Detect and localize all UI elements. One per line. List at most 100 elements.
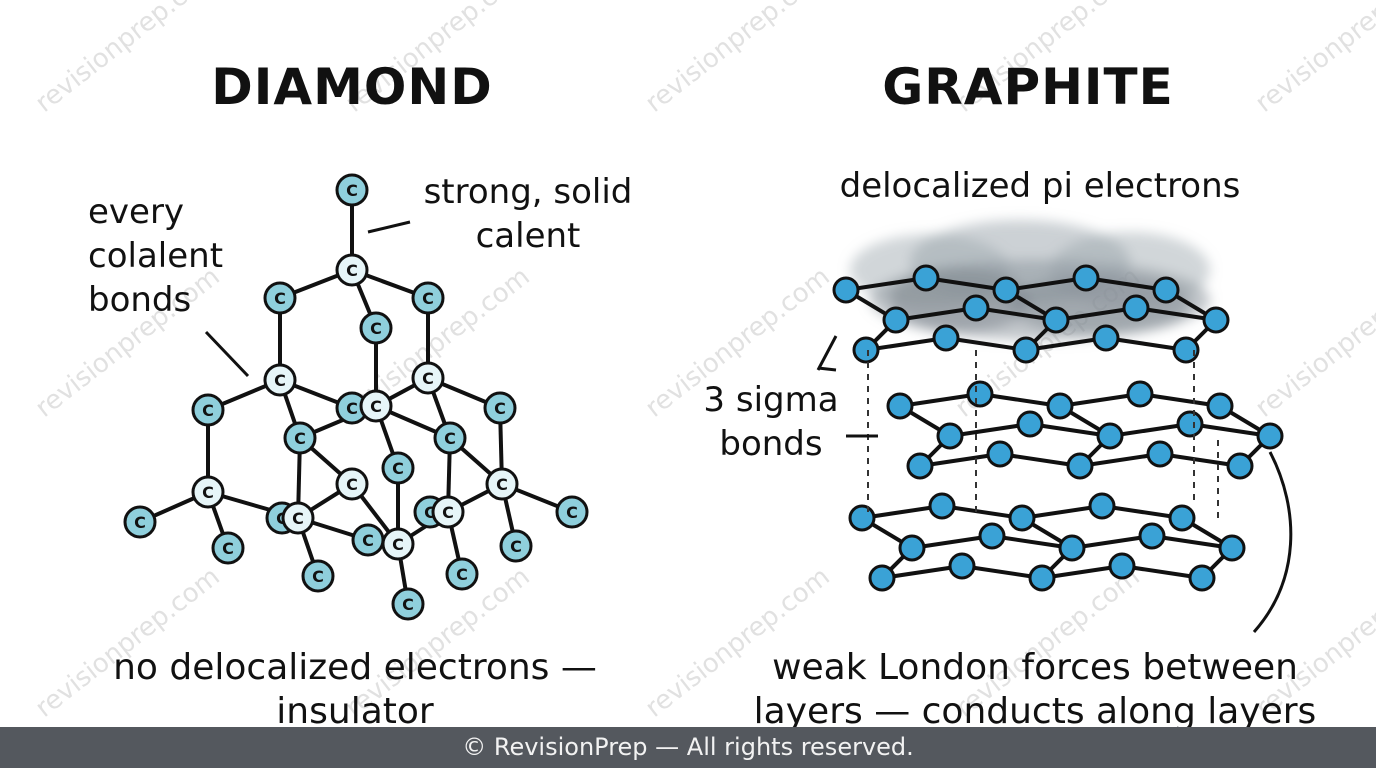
atom-symbol-label: C — [222, 539, 234, 558]
graphite-carbon-atom — [1138, 522, 1166, 550]
atom-symbol-label: C — [444, 429, 456, 448]
atom-symbol-label: C — [274, 289, 286, 308]
atom-symbol-label: C — [566, 503, 578, 522]
diamond-title: DIAMOND — [211, 58, 493, 116]
atom-symbol-label: C — [402, 595, 414, 614]
graphite-carbon-atom — [1168, 504, 1196, 532]
graphite-carbon-atom — [882, 306, 910, 334]
atom-symbol-label: C — [422, 289, 434, 308]
atom-symbol-label: C — [494, 399, 506, 418]
carbon-atom: C — [191, 475, 225, 509]
atom-symbol-label: C — [496, 475, 508, 494]
carbon-atom: C — [483, 391, 517, 425]
graphite-carbon-atom — [1176, 410, 1204, 438]
carbon-atom: C — [211, 531, 245, 565]
atom-symbol-label: C — [346, 261, 358, 280]
atom-symbol-label: C — [346, 475, 358, 494]
graphite-carbon-atom — [1012, 336, 1040, 364]
graphite-carbon-atom — [1152, 276, 1180, 304]
graphite-carbon-atom — [906, 452, 934, 480]
carbon-atom: C — [359, 311, 393, 345]
graphite-carbon-atom — [1188, 564, 1216, 592]
atom-symbol-label: C — [346, 181, 358, 200]
graphite-title: GRAPHITE — [882, 58, 1174, 116]
carbon-atom: C — [391, 587, 425, 621]
carbon-atom: C — [499, 529, 533, 563]
atom-symbol-label: C — [422, 369, 434, 388]
carbon-atom: C — [335, 253, 369, 287]
carbon-atom: C — [411, 281, 445, 315]
carbon-atom: C — [351, 523, 385, 557]
atom-symbol-label: C — [442, 503, 454, 522]
atom-symbol-label: C — [456, 565, 468, 584]
graphite-carbon-atom — [1042, 306, 1070, 334]
graphite-carbon-atom — [966, 380, 994, 408]
carbon-atom: C — [555, 495, 589, 529]
graphite-carbon-atom — [912, 264, 940, 292]
graphite-carbon-atom — [1202, 306, 1230, 334]
atom-symbol-label: C — [134, 513, 146, 532]
carbon-atom: C — [411, 361, 445, 395]
diamond-caption: no delocalized electrons —insulator — [113, 647, 597, 732]
graphite-carbon-atom — [1058, 534, 1086, 562]
pointer-strong — [367, 220, 411, 234]
copyright-footer: © RevisionPrep — All rights reserved. — [0, 727, 1376, 768]
graphite-carbon-atom — [962, 294, 990, 322]
graphite-carbon-atom — [1066, 452, 1094, 480]
atom-symbol-label: C — [292, 509, 304, 528]
pointer-every-bonds — [204, 330, 250, 378]
graphite-carbon-atom — [986, 440, 1014, 468]
graphite-carbon-atom — [1172, 336, 1200, 364]
carbon-atom: C — [283, 421, 317, 455]
graphite-carbon-atom — [936, 422, 964, 450]
carbon-atom: C — [359, 389, 393, 423]
carbon-atom: C — [281, 501, 315, 535]
graphite-carbon-atom — [1206, 392, 1234, 420]
atom-symbol-label: C — [312, 567, 324, 586]
atom-symbol-label: C — [370, 319, 382, 338]
graphite-carbon-atom — [928, 492, 956, 520]
graphite-carbon-atom — [832, 276, 860, 304]
graphite-carbon-atom — [868, 564, 896, 592]
diamond-lattice: CCCCCCCCCCCCCCCCCCCCCCCCCCCCCC — [123, 173, 589, 621]
carbon-atom: C — [381, 527, 415, 561]
atom-symbol-label: C — [510, 537, 522, 556]
graphite-carbon-atom — [886, 392, 914, 420]
carbon-atom: C — [301, 559, 335, 593]
delocalized-pi-label: delocalized pi electrons — [839, 166, 1241, 206]
carbon-atom: C — [263, 281, 297, 315]
graphite-carbon-atom — [1146, 440, 1174, 468]
graphite-carbon-atom — [1256, 422, 1284, 450]
carbon-atom: C — [485, 467, 519, 501]
graphite-carbon-atom — [1046, 392, 1074, 420]
carbon-atom: C — [445, 557, 479, 591]
carbon-atom: C — [263, 363, 297, 397]
atom-symbol-label: C — [362, 531, 374, 550]
label-pointers — [204, 220, 1293, 633]
graphite-carbon-atom — [1028, 564, 1056, 592]
atom-symbol-label: C — [294, 429, 306, 448]
atom-symbol-label: C — [370, 397, 382, 416]
graphite-carbon-atom — [898, 534, 926, 562]
graphite-layers — [832, 264, 1284, 592]
pointer-weak-forces — [1252, 451, 1293, 633]
graphite-carbon-atom — [1072, 264, 1100, 292]
atom-symbol-label: C — [202, 483, 214, 502]
carbon-atom: C — [431, 495, 465, 529]
atom-symbol-label: C — [346, 399, 358, 418]
atom-symbol-label: C — [392, 459, 404, 478]
carbon-atom: C — [191, 393, 225, 427]
graphite-carbon-atom — [1126, 380, 1154, 408]
carbon-atom: C — [381, 451, 415, 485]
graphite-carbon-atom — [1108, 552, 1136, 580]
graphite-carbon-atom — [948, 552, 976, 580]
carbon-atom: C — [433, 421, 467, 455]
graphite-carbon-atom — [992, 276, 1020, 304]
pointer-3-sigma-upper — [817, 366, 837, 372]
carbon-atom: C — [335, 173, 369, 207]
graphite-carbon-atom — [1122, 294, 1150, 322]
graphite-carbon-atom — [932, 324, 960, 352]
